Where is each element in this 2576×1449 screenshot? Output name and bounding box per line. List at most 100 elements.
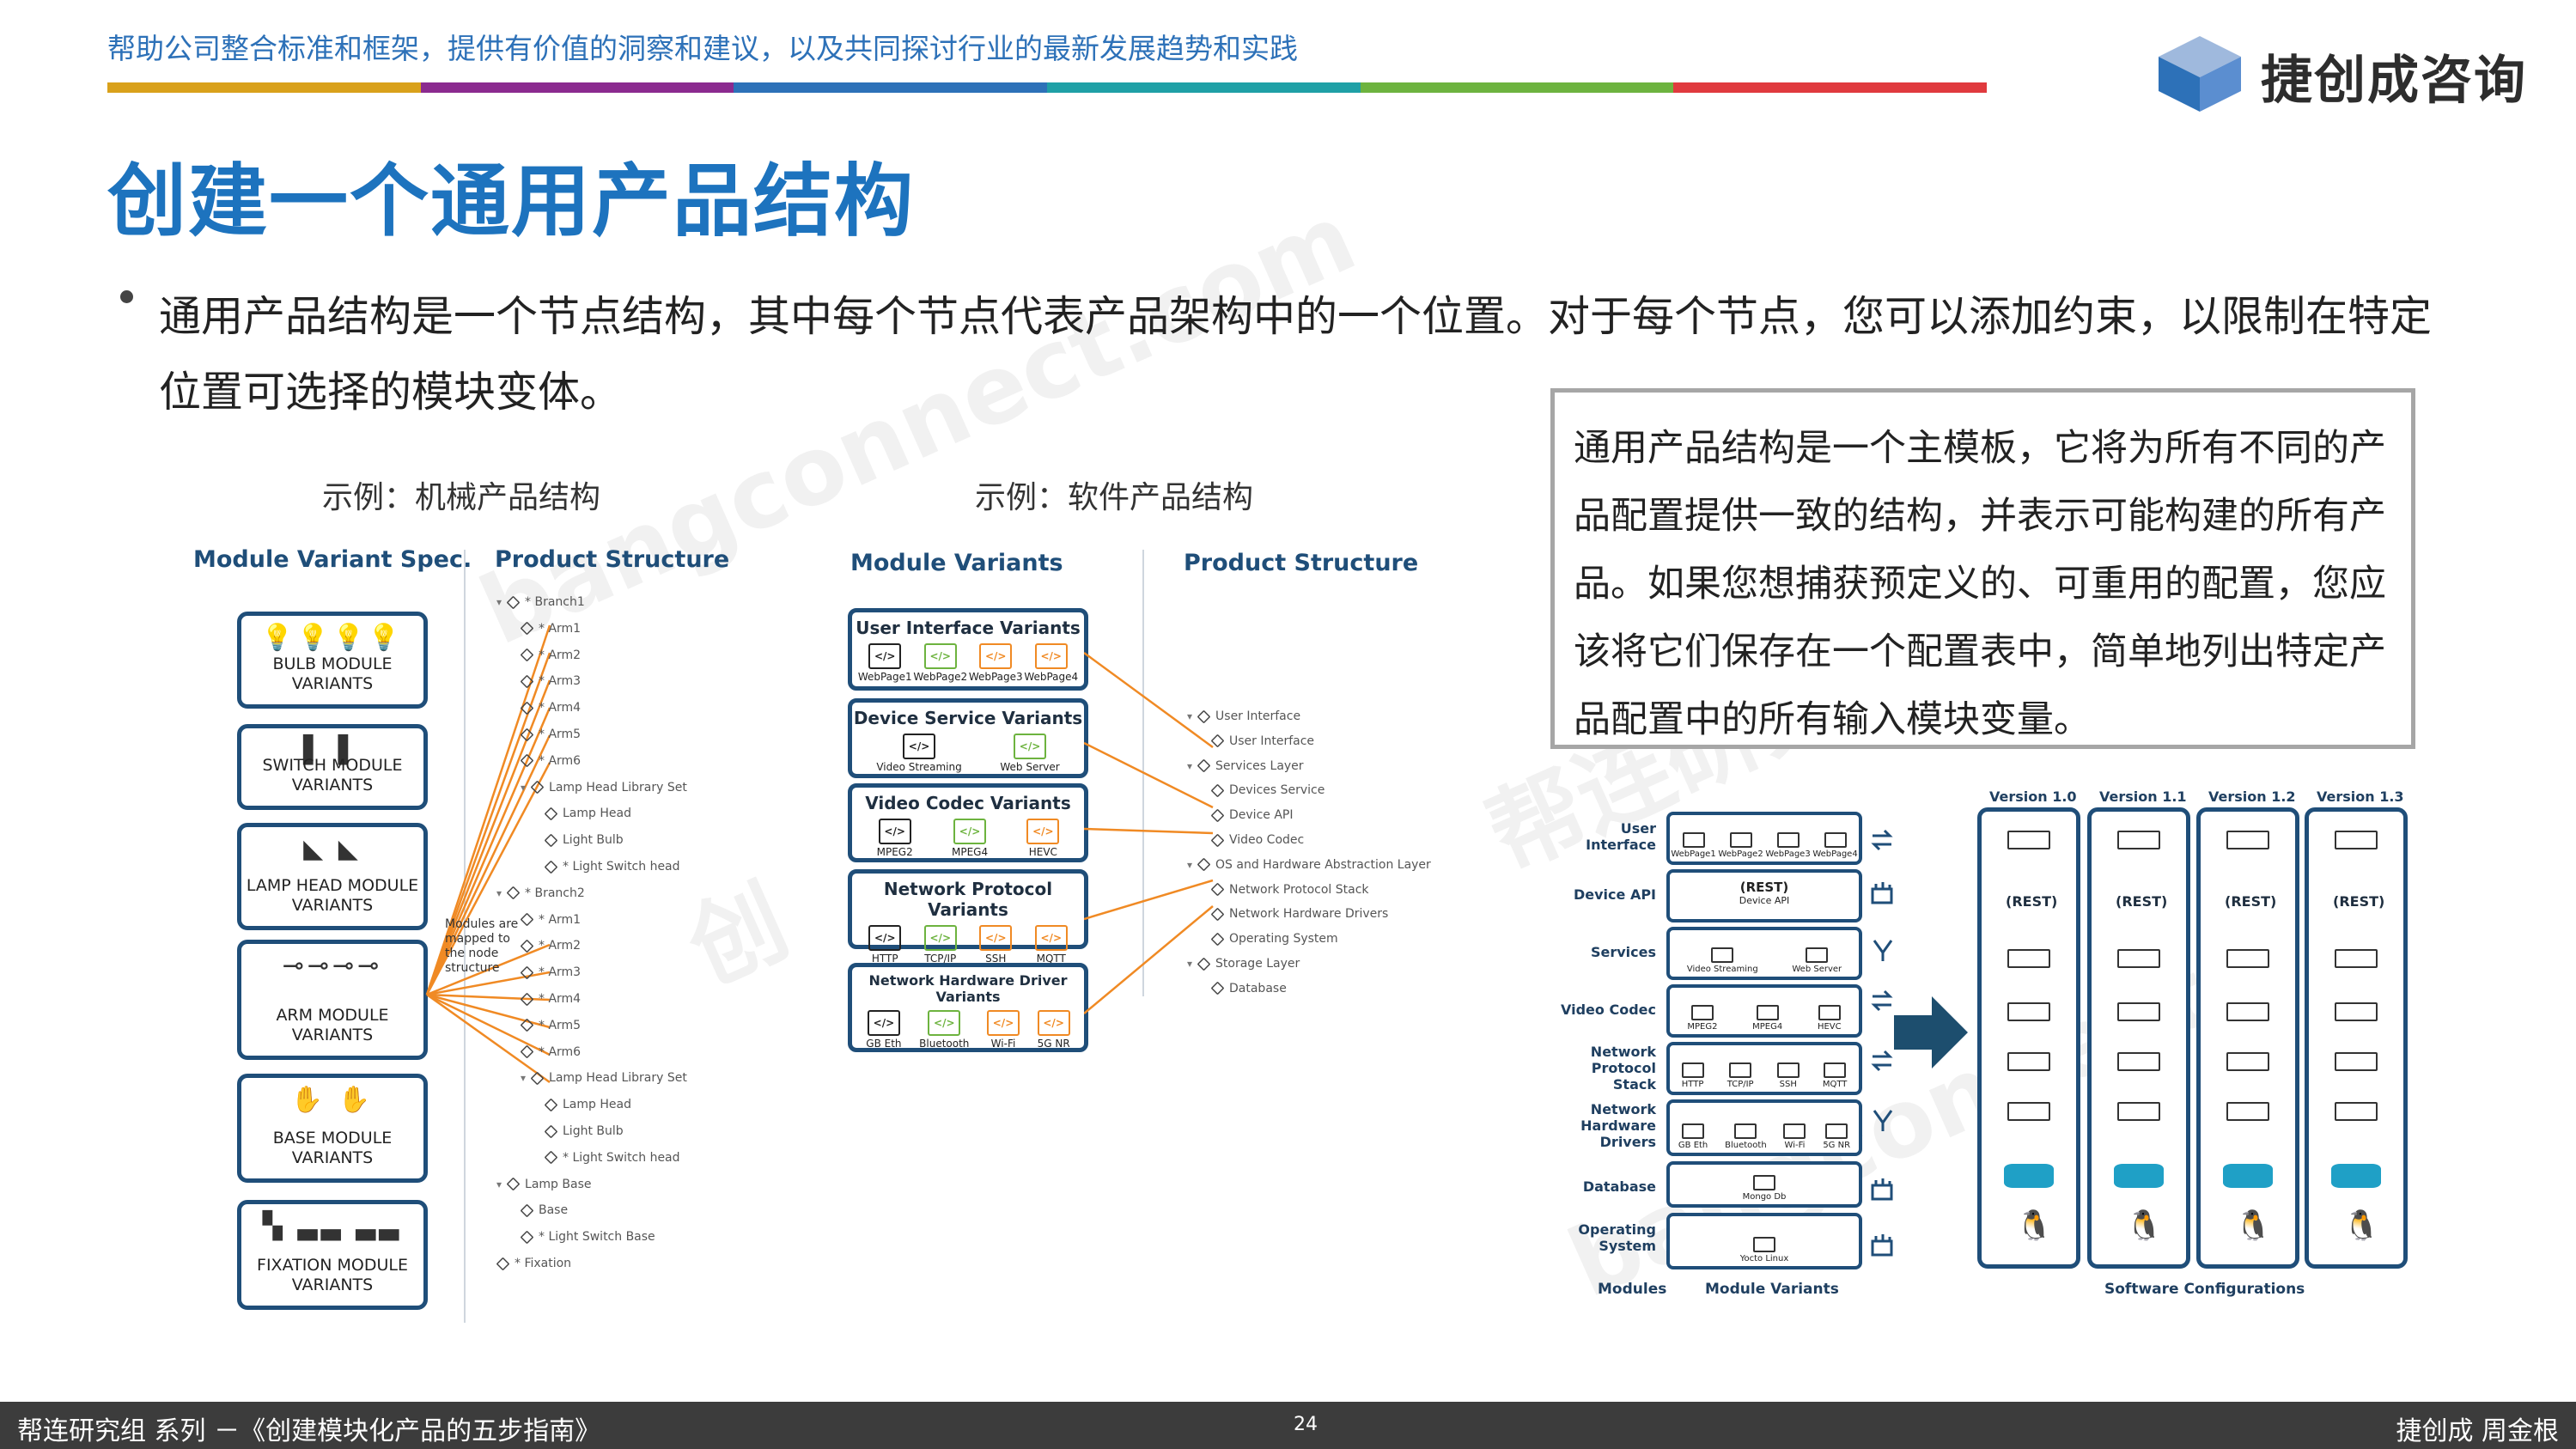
node-cube-icon <box>506 1177 521 1191</box>
node-cube-icon <box>1210 932 1225 947</box>
variant-chip-icon: </> <box>867 1010 900 1036</box>
config-item-icon <box>1734 1123 1757 1139</box>
config-device-api-label: Device API <box>1739 895 1790 906</box>
config-row-icons <box>1871 829 1893 1257</box>
soft-variant-item-label: SSH <box>985 953 1007 965</box>
mech-module-label: LAMP HEAD MODULE VARIANTS <box>246 876 419 915</box>
node-cube-icon <box>1197 957 1211 971</box>
mech-tree-node: * Light Switch head <box>544 860 680 874</box>
soft-variant-item-label: WebPage2 <box>913 671 968 683</box>
module-variant-icon: ▚ ▃▃ ▃▃ <box>262 1211 403 1241</box>
config-row-item: Wi-Fi <box>1783 1123 1806 1150</box>
soft-variant-items: </>WebPage1</>WebPage2</>WebPage3</>WebP… <box>852 643 1084 683</box>
node-cube-icon <box>496 1257 510 1270</box>
node-cube-icon <box>1210 734 1225 748</box>
config-item-label: Web Server <box>1792 965 1842 974</box>
soft-variant-item-label: MPEG2 <box>876 846 913 858</box>
node-cube-icon <box>1197 758 1211 773</box>
soft-right-head: Product Structure <box>1184 550 1419 576</box>
mech-mapping-note: Modules are mapped to the node structure <box>445 917 519 975</box>
stripe-segment <box>1360 82 1674 93</box>
node-cube-icon <box>520 939 534 953</box>
watermark: 创 <box>672 866 804 1005</box>
soft-caption: 示例：软件产品结构 <box>975 480 1254 515</box>
version-module-icon <box>2335 949 2378 968</box>
soft-tree-node: ▾Services Layer <box>1187 759 1304 773</box>
config-row-item: Video Streaming <box>1687 947 1758 974</box>
version-column: (REST)🐧 <box>2196 807 2299 1269</box>
node-cube-icon <box>520 965 534 980</box>
mech-tree-node: Lamp Head <box>544 807 631 820</box>
version-rest-label: (REST) <box>2006 893 2058 910</box>
tree-caret-icon: ▾ <box>496 886 502 899</box>
config-item-icon <box>1690 1005 1714 1020</box>
config-rest-label: (REST) <box>1739 880 1789 895</box>
node-cube-icon <box>1210 808 1225 823</box>
config-item-label: Mongo Db <box>1742 1192 1787 1202</box>
config-row-item: MPEG2 <box>1687 1005 1717 1032</box>
version-module-icon <box>2335 831 2378 849</box>
soft-variant-head: User Interface Variants <box>856 618 1081 638</box>
config-item-icon <box>1824 1062 1847 1078</box>
stripe-segment <box>1047 82 1361 93</box>
soft-variant-item: </>Video Streaming <box>876 734 962 773</box>
variant-chip-icon: </> <box>987 1010 1020 1036</box>
config-row-item: MQTT <box>1823 1062 1847 1089</box>
mech-tree-node: * Arm3 <box>520 965 581 980</box>
node-cube-icon <box>520 648 534 662</box>
variant-chip-icon: </> <box>868 643 902 669</box>
config-item-icon <box>1711 947 1734 963</box>
node-cube-icon <box>1210 833 1225 847</box>
tree-caret-icon: ▾ <box>1187 958 1193 970</box>
soft-variant-box: User Interface Variants</>WebPage1</>Web… <box>848 608 1088 691</box>
config-row-item: WebPage2 <box>1718 832 1763 859</box>
config-module-row: (REST)Device API <box>1666 869 1862 922</box>
module-variant-icon: ▌ ▌ <box>303 735 362 765</box>
node-cube-icon <box>544 1150 558 1165</box>
version-module-icon <box>2335 1002 2378 1021</box>
soft-variant-item: </>Web Server <box>1000 734 1060 773</box>
soft-variant-item: </> MPEG2 <box>877 819 913 858</box>
config-row-items: Mongo Db <box>1670 1165 1859 1204</box>
tree-node-label: * Arm6 <box>539 753 582 768</box>
soft-tree-node: Devices Service <box>1210 783 1325 797</box>
variant-chip-icon: </> <box>979 643 1013 669</box>
mech-module-label: FIXATION MODULE VARIANTS <box>257 1256 408 1294</box>
config-item-icon <box>1729 1062 1752 1078</box>
node-cube-icon <box>530 1071 545 1086</box>
soft-variant-item: </>5G NR <box>1038 1010 1070 1050</box>
config-row-item: MPEG4 <box>1752 1005 1782 1032</box>
soft-variant-item: </>WebPage1 <box>858 643 912 683</box>
version-module-icon <box>2226 1002 2269 1021</box>
tree-node-label: * Light Switch head <box>563 860 680 874</box>
config-row-label: Device API <box>1573 886 1656 903</box>
version-rest-label: (REST) <box>2333 893 2385 910</box>
version-module-icon <box>2226 831 2269 849</box>
variant-chip-icon: </> <box>923 643 957 669</box>
tree-caret-icon: ▾ <box>1187 858 1193 871</box>
config-item-label: TCP/IP <box>1726 1080 1754 1089</box>
tree-node-label: * Arm1 <box>539 912 582 927</box>
mech-module-label: ARM MODULE VARIANTS <box>276 1006 389 1044</box>
mech-right-head: Product Structure <box>495 546 730 573</box>
config-module-row: Mongo Db <box>1666 1161 1862 1208</box>
version-module-icon <box>2007 831 2050 849</box>
node-cube-icon <box>520 728 534 741</box>
mech-left-head: Module Variant Spec. <box>193 546 472 573</box>
variant-chip-icon: </> <box>878 819 911 844</box>
tree-node-label: User Interface <box>1215 709 1301 723</box>
config-item-icon <box>1776 832 1800 848</box>
node-cube-icon <box>1210 981 1225 995</box>
tree-node-label: User Interface <box>1229 734 1315 748</box>
soft-variant-box: Video Codec Variants</>MPEG2</>MPEG4</>H… <box>848 783 1088 862</box>
page-title: 创建一个通用产品结构 <box>107 155 916 247</box>
tree-node-label: * Arm4 <box>539 701 582 715</box>
mech-tree-node: Light Bulb <box>544 833 624 847</box>
soft-variant-item-label: Wi-Fi <box>990 1038 1016 1050</box>
module-variant-icon: ✋ ✋ <box>290 1085 375 1115</box>
mech-tree-node: ▾* Branch2 <box>496 886 585 900</box>
version-column: (REST)🐧 <box>2087 807 2190 1269</box>
tree-node-label: Services Layer <box>1215 758 1304 773</box>
soft-variant-item: </>WebPage4 <box>1024 643 1078 683</box>
